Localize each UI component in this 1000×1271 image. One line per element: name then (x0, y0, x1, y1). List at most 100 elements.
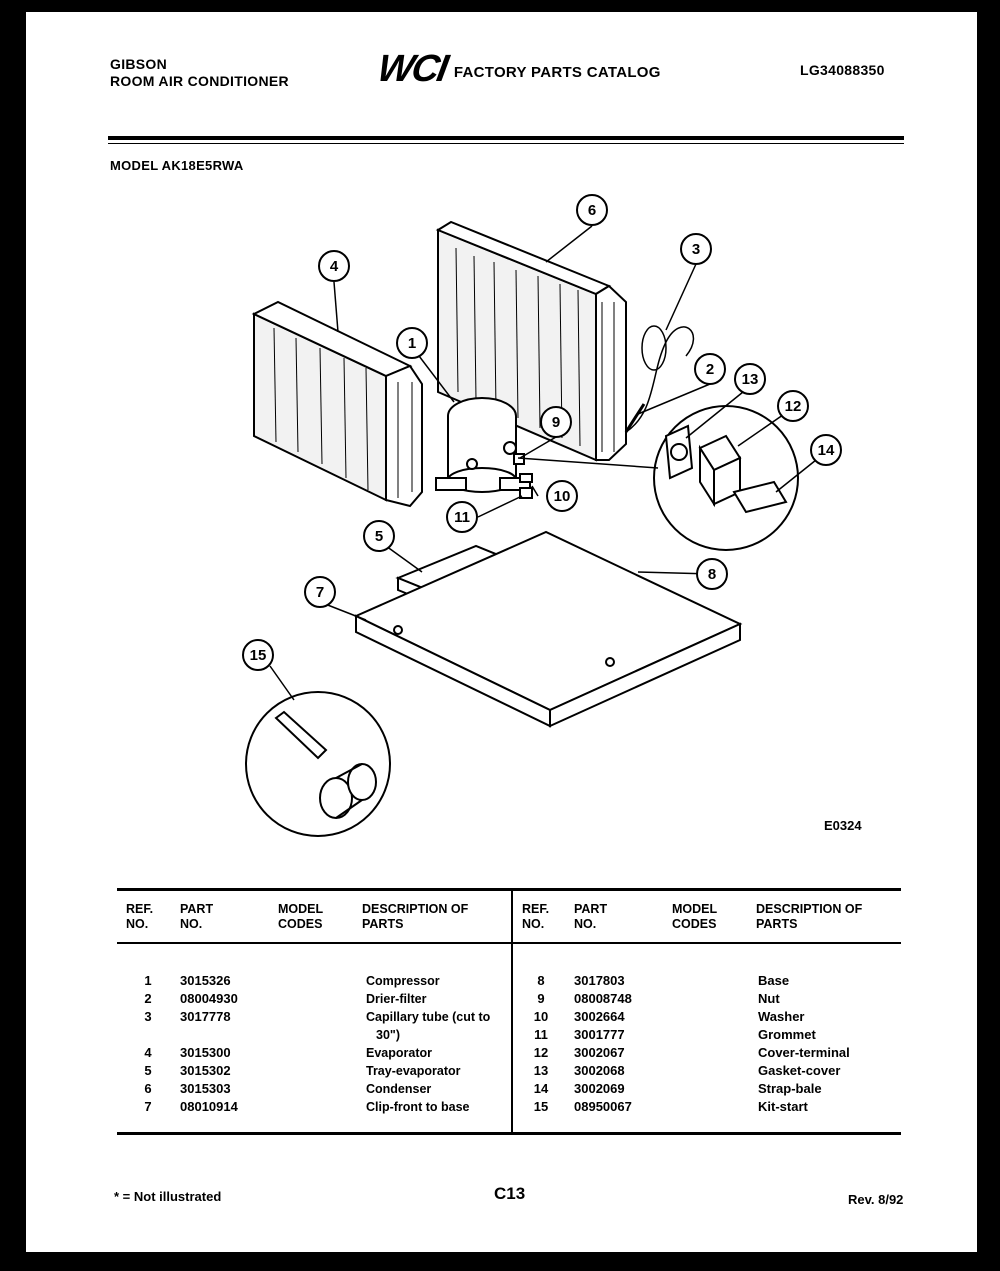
evaporator-drawing (251, 300, 423, 508)
callout-6: 6 (588, 202, 596, 219)
table-cell: Gasket-cover (758, 1063, 841, 1078)
catalog-logo: WCI FACTORY PARTS CATALOG (374, 48, 661, 91)
table-column-divider (511, 890, 513, 1134)
left-description-column: Compressor Drier-filter Capillary tube (… (366, 972, 510, 1116)
table-cell (138, 1026, 158, 1044)
header-rule-thin (108, 143, 904, 144)
header-part-no-right: PART NO. (574, 902, 608, 931)
table-cell (180, 1026, 270, 1044)
table-cell: 30") (376, 1028, 400, 1042)
start-kit-detail-drawing (245, 691, 391, 837)
figure-code: E0324 (824, 818, 862, 833)
header-description-right: DESCRIPTION OF PARTS (756, 902, 863, 931)
table-cell: Tray-evaporator (366, 1064, 461, 1078)
header-ref-no-left: REF. NO. (126, 902, 154, 931)
table-cell: 3001777 (574, 1027, 625, 1042)
callout-3: 3 (692, 241, 700, 258)
table-cell: 2 (144, 991, 152, 1006)
callout-7-circle (304, 576, 336, 608)
callout-2: 2 (706, 361, 714, 378)
brand-name: GIBSON (110, 56, 168, 72)
table-cell: Compressor (366, 974, 440, 988)
table-cell: 3017803 (574, 973, 625, 988)
callout-15-circle (242, 639, 274, 671)
model-line: MODEL AK18E5RWA (110, 158, 244, 173)
table-cell: 08008748 (574, 991, 632, 1006)
callout-1-circle (396, 327, 428, 359)
table-cell: Strap-bale (758, 1081, 822, 1096)
product-name: ROOM AIR CONDITIONER (110, 73, 289, 89)
table-cell: 3 (144, 1009, 152, 1024)
table-top-rule (117, 888, 901, 891)
table-cell: 3015303 (180, 1081, 231, 1096)
table-cell: 5 (144, 1063, 152, 1078)
table-cell: 3017778 (180, 1009, 231, 1024)
table-cell: Drier-filter (366, 992, 427, 1006)
callout-1: 1 (408, 335, 416, 352)
table-cell: Condenser (366, 1082, 432, 1096)
catalog-page: GIBSON ROOM AIR CONDITIONER WCI FACTORY … (26, 12, 977, 1252)
callout-9-circle (540, 406, 572, 438)
callout-4: 4 (330, 258, 339, 275)
catalog-title: FACTORY PARTS CATALOG (453, 64, 661, 81)
table-cell: 13 (533, 1063, 549, 1078)
table-cell: Capillary tube (cut to (366, 1010, 491, 1024)
callout-11-circle (446, 501, 478, 533)
table-cell: 3015300 (180, 1045, 231, 1060)
callout-5: 5 (375, 528, 383, 545)
callout-3-circle (680, 233, 712, 265)
callout-14: 14 (818, 442, 835, 459)
callout-7: 7 (316, 584, 324, 601)
table-cell: 3015302 (180, 1063, 231, 1078)
table-cell: 08004930 (180, 991, 238, 1006)
table-cell: 15 (533, 1099, 549, 1114)
exploded-parts-diagram: 6 4 3 1 2 13 12 14 9 10 11 5 8 7 15 (242, 194, 842, 837)
callout-14-circle (810, 434, 842, 466)
header-rule (108, 136, 904, 140)
table-cell: 8 (537, 973, 545, 988)
table-cell: Clip-front to base (366, 1100, 470, 1114)
table-cell: Nut (758, 991, 780, 1006)
callout-8: 8 (708, 566, 716, 583)
callout-8-circle (696, 558, 728, 590)
header-ref-no-right: REF. NO. (522, 902, 550, 931)
callout-6-circle (576, 194, 608, 226)
callout-12-circle (777, 390, 809, 422)
table-cell: 3002664 (574, 1009, 625, 1024)
footnote: * = Not illustrated (114, 1189, 222, 1204)
table-cell: 7 (144, 1099, 152, 1114)
table-cell: Kit-start (758, 1099, 808, 1114)
table-cell: 08950067 (574, 1099, 632, 1114)
header-part-no-left: PART NO. (180, 902, 214, 931)
callout-15: 15 (250, 647, 267, 664)
table-cell: 08010914 (180, 1099, 238, 1114)
left-part-column: 3015326 08004930 3017778 3015300 3015302… (180, 972, 270, 1116)
callout-9: 9 (552, 414, 560, 431)
table-cell: Base (758, 973, 790, 988)
callout-4-circle (318, 250, 350, 282)
terminal-detail-drawing (653, 405, 799, 551)
callout-5-circle (363, 520, 395, 552)
table-cell: Evaporator (366, 1046, 432, 1060)
callout-13-circle (734, 363, 766, 395)
callout-10: 10 (554, 488, 571, 505)
header-model-codes-right: MODEL CODES (672, 902, 717, 931)
callout-10-circle (546, 480, 578, 512)
table-cell: 12 (533, 1045, 549, 1060)
base-drawing (353, 530, 743, 728)
callout-2-circle (694, 353, 726, 385)
compressor-drawing (435, 397, 531, 493)
right-description-column: Base Nut Washer Grommet Cover-terminal G… (758, 972, 898, 1116)
table-bottom-rule (117, 1132, 901, 1135)
catalog-number: LG34088350 (800, 62, 885, 78)
header-description-left: DESCRIPTION OF PARTS (362, 902, 469, 931)
callout-13: 13 (742, 371, 759, 388)
header-model-codes-left: MODEL CODES (278, 902, 323, 931)
table-cell: 10 (533, 1009, 549, 1024)
table-cell: 9 (537, 991, 545, 1006)
table-cell: 4 (144, 1045, 152, 1060)
table-cell: Cover-terminal (758, 1045, 850, 1060)
table-cell: 14 (533, 1081, 549, 1096)
callout-12: 12 (785, 398, 802, 415)
table-cell: 11 (534, 1027, 548, 1042)
